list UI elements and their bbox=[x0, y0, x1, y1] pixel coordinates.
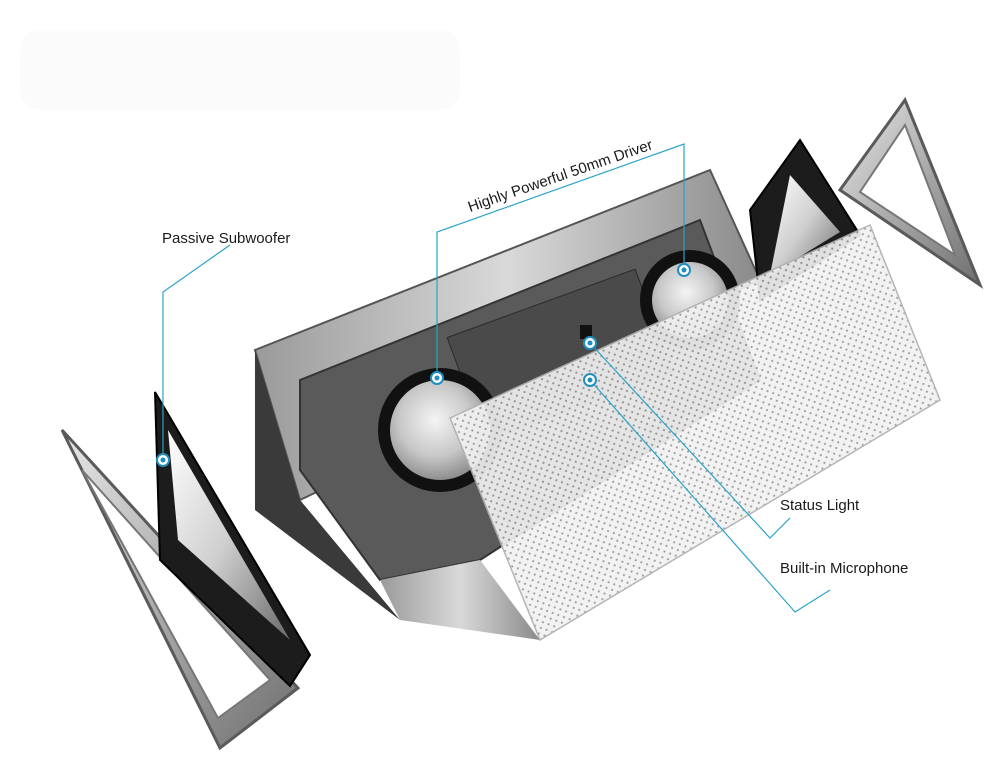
left-passive-subwoofer-panel bbox=[154, 391, 312, 688]
callout-dot-microphone bbox=[583, 373, 597, 387]
callout-dot-subwoofer bbox=[156, 453, 170, 467]
subwoofer-label: Passive Subwoofer bbox=[162, 230, 290, 247]
callout-dot-driver-right bbox=[677, 263, 691, 277]
callout-dot-status-light bbox=[583, 336, 597, 350]
mesh-grille bbox=[449, 223, 941, 642]
faded-logo bbox=[20, 30, 460, 110]
microphone-label: Built-in Microphone bbox=[780, 560, 908, 577]
callout-dot-driver-left bbox=[430, 371, 444, 385]
status-light-label: Status Light bbox=[780, 497, 860, 514]
right-outer-frame bbox=[837, 96, 984, 290]
callout-lines bbox=[162, 143, 831, 613]
